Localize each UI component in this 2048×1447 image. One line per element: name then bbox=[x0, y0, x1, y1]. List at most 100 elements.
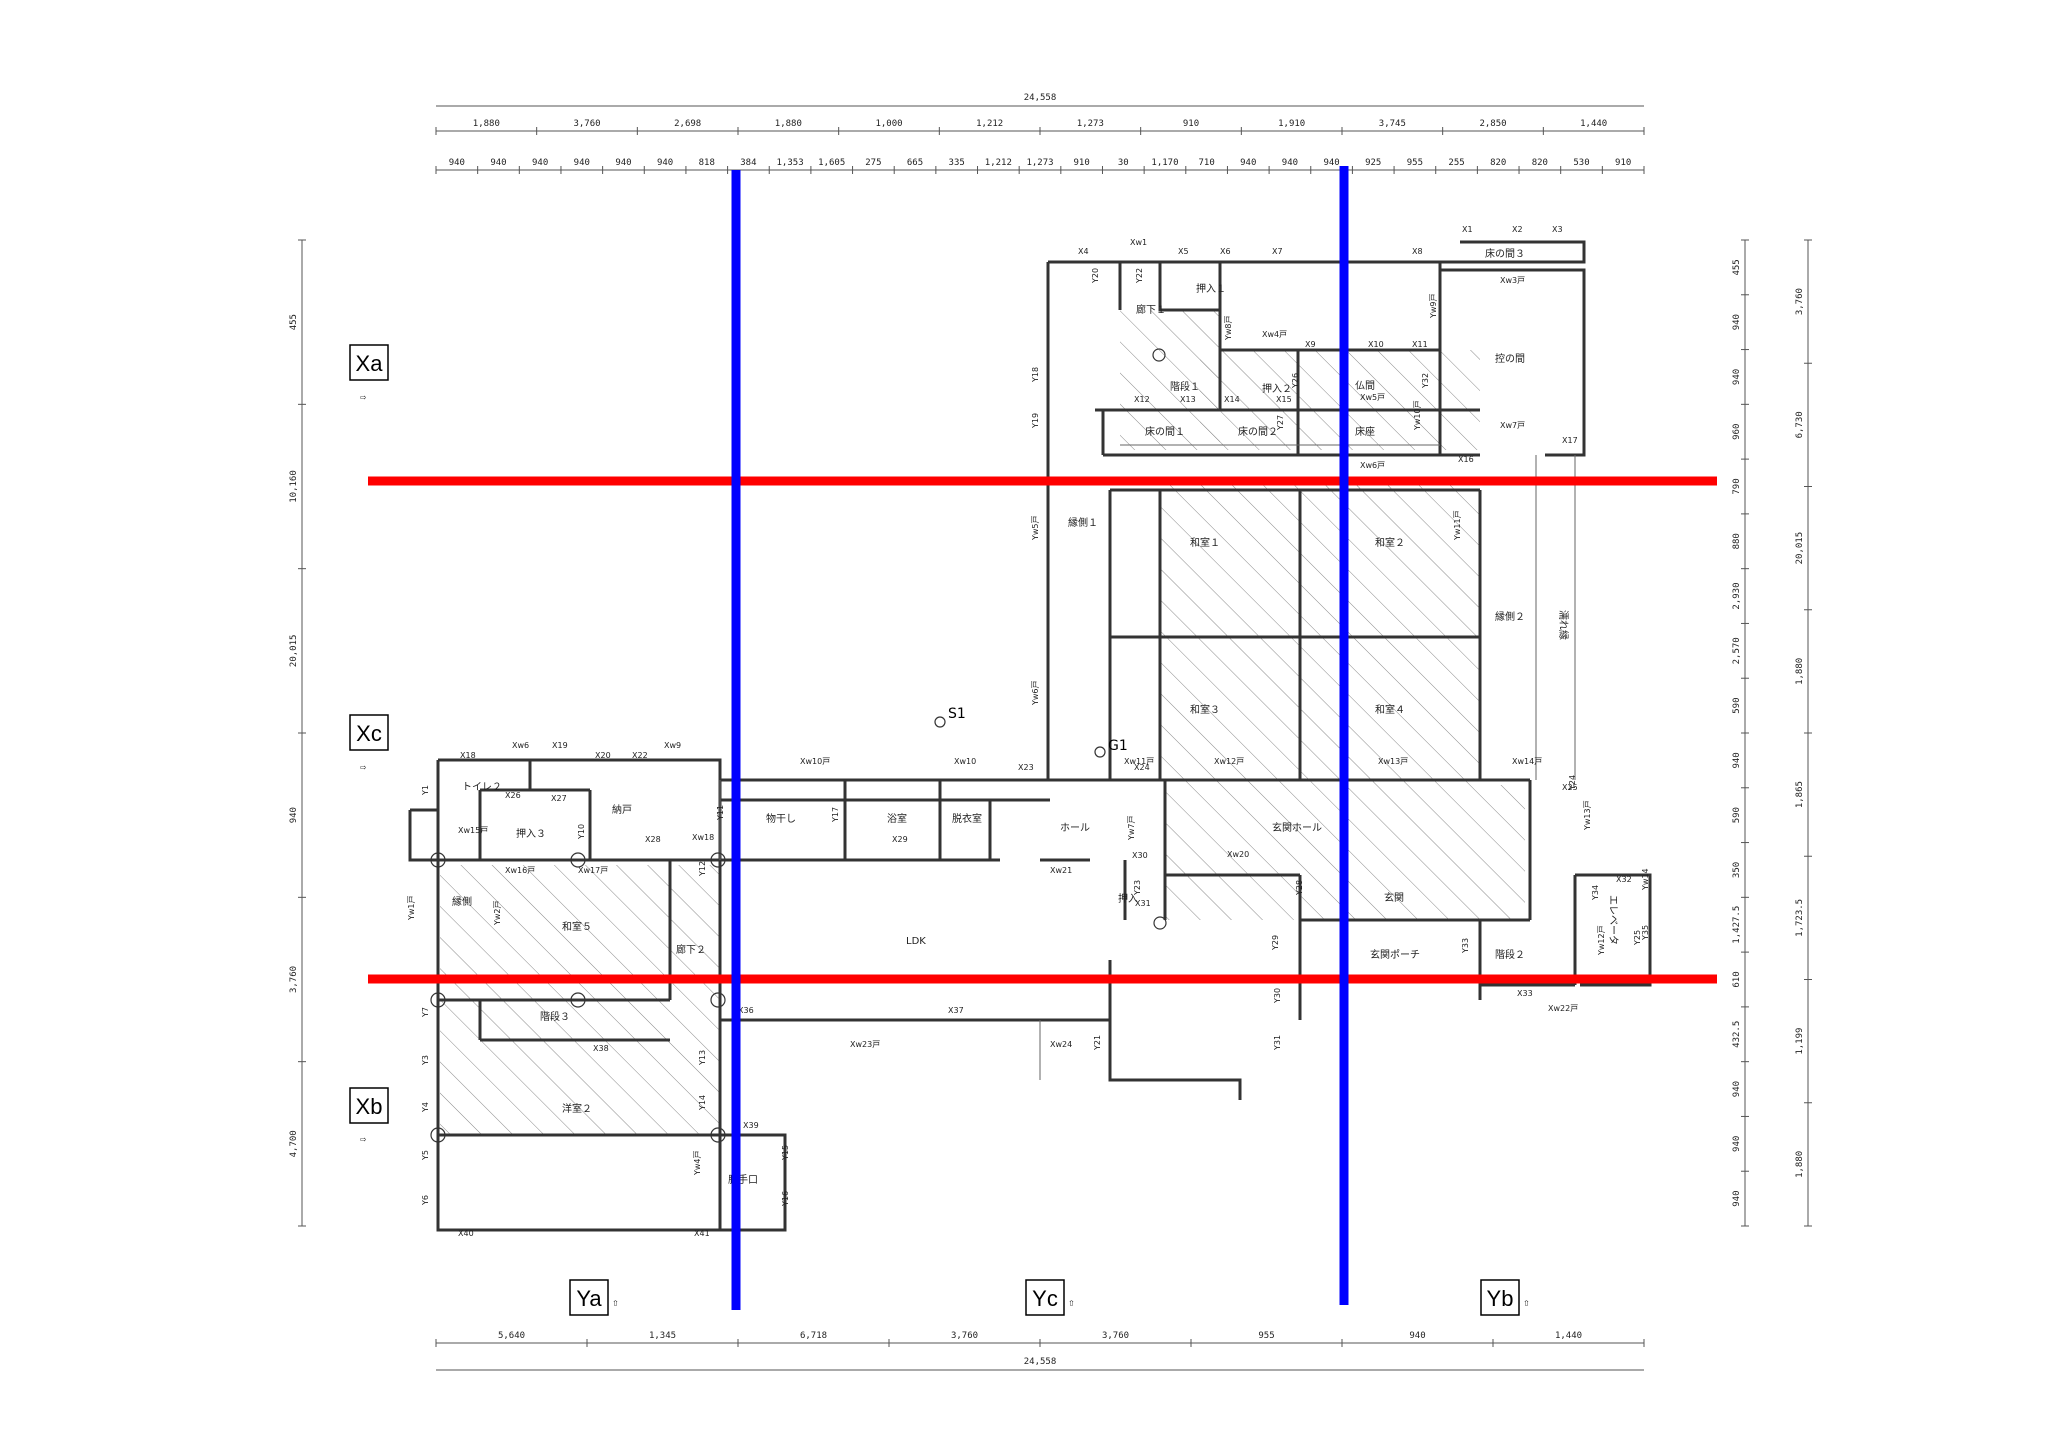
dimension-value: 1,605 bbox=[818, 158, 845, 168]
room-label: トイレ２ bbox=[462, 782, 502, 793]
dimension-value: 710 bbox=[1198, 158, 1214, 168]
dimension-value: 384 bbox=[740, 158, 756, 168]
axis-marker-ya[interactable]: Ya ⇧ bbox=[569, 1279, 619, 1316]
structure-label: S1 bbox=[948, 706, 966, 722]
member-tag-x: X20 bbox=[595, 751, 611, 760]
member-tag-y: Y22 bbox=[1135, 268, 1144, 284]
dimension-value: 820 bbox=[1532, 158, 1548, 168]
dimension-value: 1,440 bbox=[1580, 119, 1607, 129]
room-label: 床座 bbox=[1355, 425, 1375, 438]
dimension-value: 1,427.5 bbox=[1732, 906, 1742, 944]
member-tag-y: Y14 bbox=[698, 1095, 707, 1111]
member-tag-y: Y20 bbox=[1091, 268, 1100, 284]
room-label: 押入２ bbox=[1262, 382, 1292, 395]
member-tag-yw: Yw10戸 bbox=[1413, 400, 1422, 431]
member-tag-xw: Xw1 bbox=[1130, 238, 1147, 247]
dimension-value: 940 bbox=[449, 158, 465, 168]
member-tag-y: Y17 bbox=[831, 807, 840, 823]
dimension-value: 1,212 bbox=[976, 119, 1003, 129]
room-label: LDK bbox=[906, 936, 926, 947]
member-tag-y: Y25 bbox=[1633, 930, 1642, 946]
dimension-value: 3,760 bbox=[573, 119, 600, 129]
dimension-value: 1,345 bbox=[649, 1331, 676, 1341]
axis-marker-xc[interactable]: Xc ⇨ bbox=[349, 714, 389, 772]
arrow-right-icon: ⇨ bbox=[360, 1135, 367, 1144]
member-tag-y: Y32 bbox=[1421, 373, 1430, 389]
axis-marker-xb[interactable]: Xb ⇨ bbox=[349, 1087, 389, 1144]
member-tag-y: Y24 bbox=[1568, 775, 1577, 791]
member-tag-y: Y6 bbox=[421, 1195, 430, 1206]
dimension-value: 530 bbox=[1573, 158, 1589, 168]
room-label: 和室３ bbox=[1190, 703, 1220, 716]
member-tag-x: X11 bbox=[1412, 340, 1428, 349]
room-label: 廊下１ bbox=[1136, 303, 1166, 316]
member-tag-xw: Xw3戸 bbox=[1500, 276, 1525, 285]
member-tag-x: X27 bbox=[551, 794, 567, 803]
member-tag-xw: Xw20 bbox=[1227, 850, 1249, 859]
member-tag-x: X40 bbox=[458, 1229, 474, 1238]
dimension-value: 590 bbox=[1732, 697, 1742, 713]
dimension-value: 350 bbox=[1732, 862, 1742, 878]
member-tag-y: Y21 bbox=[1093, 1035, 1102, 1051]
member-tag-y: Y3 bbox=[421, 1055, 430, 1066]
room-label: 押入１ bbox=[1196, 282, 1226, 295]
dimension-value: 1,199 bbox=[1795, 1028, 1805, 1055]
dimension-value: 940 bbox=[615, 158, 631, 168]
member-tag-xw: Xw4戸 bbox=[1262, 330, 1287, 339]
axis-marker-yc[interactable]: Yc ⇧ bbox=[1025, 1279, 1075, 1316]
member-tag-xw: Xw10 bbox=[954, 757, 976, 766]
dimension-value: 910 bbox=[1074, 158, 1090, 168]
member-tag-x: X25 bbox=[1562, 783, 1578, 792]
member-tag-y: Y29 bbox=[1271, 935, 1280, 951]
room-label: 押入 bbox=[1118, 892, 1138, 905]
member-tag-x: X2 bbox=[1512, 225, 1523, 234]
dimension-value: 20,015 bbox=[289, 635, 299, 668]
member-tag-yw: Yw5戸 bbox=[1031, 515, 1040, 541]
member-tag-y: Y12 bbox=[698, 861, 707, 877]
arrow-up-icon: ⇧ bbox=[612, 1299, 619, 1308]
axis-marker-yb[interactable]: Yb ⇧ bbox=[1480, 1279, 1530, 1316]
dimension-value: 940 bbox=[289, 807, 299, 823]
top-total-dimension: 24,558 bbox=[1024, 93, 1057, 103]
room-label: 縁側１ bbox=[1068, 516, 1098, 529]
dimension-value: 5,640 bbox=[498, 1331, 525, 1341]
member-tag-x: X14 bbox=[1224, 395, 1240, 404]
dimension-value: 940 bbox=[657, 158, 673, 168]
dimension-value: 1,170 bbox=[1151, 158, 1178, 168]
dimension-value: 2,570 bbox=[1732, 637, 1742, 664]
member-tag-yw: Yw12戸 bbox=[1597, 925, 1606, 956]
member-tag-y: Y18 bbox=[1031, 367, 1040, 383]
room-label: 濡れ縁 bbox=[1557, 610, 1570, 640]
dimension-value: 455 bbox=[1732, 259, 1742, 275]
member-tag-xw: Xw6 bbox=[512, 741, 529, 750]
member-tag-y: Y35 bbox=[1641, 925, 1650, 941]
dimension-value: 432.5 bbox=[1732, 1021, 1742, 1048]
dimension-value: 10,160 bbox=[289, 470, 299, 503]
member-tag-x: X26 bbox=[505, 791, 521, 800]
walls bbox=[408, 240, 1652, 1232]
member-tag-xw: Xw24 bbox=[1050, 1040, 1072, 1049]
member-tag-xw: Xw16戸 bbox=[505, 866, 535, 875]
member-tag-yw: Yw7戸 bbox=[1127, 815, 1136, 841]
member-tag-x: X7 bbox=[1272, 247, 1283, 256]
dimension-value: 1,440 bbox=[1555, 1331, 1582, 1341]
arrow-up-icon: ⇧ bbox=[1068, 1299, 1075, 1308]
axis-marker-xa[interactable]: Xa ⇨ bbox=[349, 344, 389, 402]
room-label: 仏間 bbox=[1355, 380, 1375, 392]
member-tag-x: X30 bbox=[1132, 851, 1148, 860]
member-tag-y: Y33 bbox=[1461, 938, 1470, 954]
room-label: 階段１ bbox=[1170, 380, 1200, 393]
member-tag-x: X3 bbox=[1552, 225, 1563, 234]
member-tag-x: X8 bbox=[1412, 247, 1423, 256]
dimension-value: 1,910 bbox=[1278, 119, 1305, 129]
bottom-total-dimension: 24,558 bbox=[1024, 1357, 1057, 1367]
room-label: エレベータ bbox=[1607, 895, 1619, 945]
svg-text:Xa: Xa bbox=[356, 351, 384, 376]
member-tag-x: X32 bbox=[1616, 875, 1632, 884]
dimension-value: 1,353 bbox=[777, 158, 804, 168]
member-tag-xw: Xw11戸 bbox=[1124, 757, 1154, 766]
member-tag-yw: Yw2戸 bbox=[493, 900, 502, 926]
member-tag-x: X17 bbox=[1562, 436, 1578, 445]
